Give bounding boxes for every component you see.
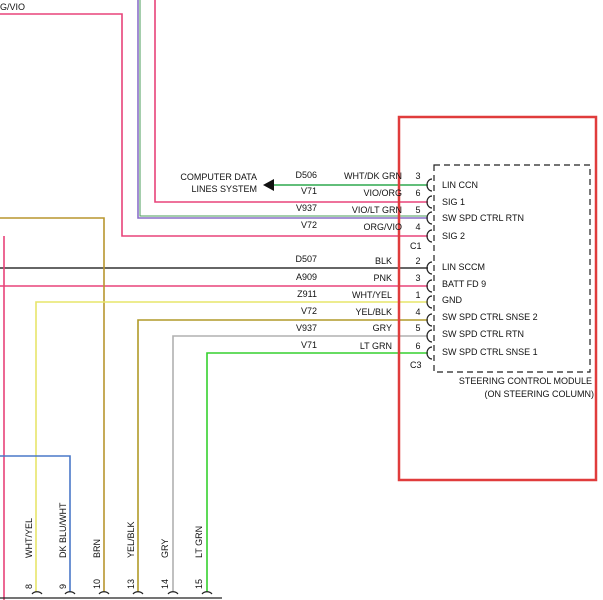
c3-signal: SW SPD CTRL SNSE 2: [442, 312, 538, 322]
wire-brn: [0, 217, 105, 592]
wire-v71-lt-grn: [206, 352, 428, 592]
bottom-wire-label: GRY: [160, 539, 170, 558]
wire-top-left-vio: [0, 13, 428, 237]
c3-pin: 2: [415, 256, 420, 266]
wire-v937-top: [137, 0, 428, 219]
bottom-pin-arc: [31, 591, 43, 595]
c1-connector-label: C1: [410, 241, 422, 251]
bottom-pin-arc: [98, 591, 110, 595]
module-name-line2: (ON STEERING COLUMN): [484, 389, 594, 399]
bottom-wire-label: LT GRN: [194, 526, 204, 558]
computer-data-label-line1: COMPUTER DATA: [180, 172, 257, 182]
c3-circuit: D507: [295, 254, 317, 264]
c1-circuit: V937: [296, 203, 317, 213]
bottom-pin-number: 8: [24, 584, 34, 589]
c1-signal: SW SPD CTRL RTN: [442, 213, 524, 223]
c3-wire: WHT/YEL: [352, 290, 392, 300]
module-highlight-box: [397, 115, 598, 482]
c3-pin-arc: [426, 279, 433, 293]
c1-pin: 6: [415, 188, 420, 198]
c1-wire: VIO/LT GRN: [352, 205, 402, 215]
c1-circuit: D506: [295, 170, 317, 180]
c3-connector-label: C3: [410, 360, 422, 370]
bottom-pin-arc: [132, 591, 144, 595]
c1-pin-arc: [426, 229, 433, 243]
c3-circuit: V937: [296, 323, 317, 333]
c3-pin: 3: [415, 273, 420, 283]
c3-signal: BATT FD 9: [442, 279, 486, 289]
c3-pin: 6: [415, 341, 420, 351]
c1-wire: WHT/DK GRN: [344, 171, 402, 181]
module-name-line1: STEERING CONTROL MODULE: [459, 376, 592, 386]
bottom-wire-label: WHT/YEL: [24, 518, 34, 558]
bottom-pin-number: 15: [194, 579, 204, 589]
c3-pin: 1: [415, 290, 420, 300]
c1-pin-arc: [426, 195, 433, 209]
c1-signal: LIN CCN: [442, 180, 478, 190]
c3-circuit: V72: [301, 306, 317, 316]
wire-v937-top-inner: [139, 0, 428, 217]
c3-pin-arc: [426, 346, 433, 360]
c1-pin-arc: [426, 178, 433, 192]
c3-signal: LIN SCCM: [442, 262, 485, 272]
c1-circuit: V72: [301, 220, 317, 230]
wire-v72-yel-blk: [137, 319, 428, 592]
c3-circuit: A909: [296, 272, 317, 282]
c1-wire: ORG/VIO: [363, 222, 402, 232]
c3-wire: PNK: [373, 273, 392, 283]
c3-signal: SW SPD CTRL SNSE 1: [442, 347, 538, 357]
c1-wire: VIO/ORG: [363, 188, 402, 198]
arrow-to-computer-data: [263, 179, 274, 191]
wire-v71-top: [154, 0, 428, 203]
c1-signal: SIG 2: [442, 231, 465, 241]
bottom-pin-arc: [64, 591, 76, 595]
bottom-pin-number: 10: [92, 579, 102, 589]
c3-pin-arc: [426, 313, 433, 327]
bottom-pin-arc: [167, 591, 179, 595]
c3-pin-arc: [426, 261, 433, 275]
wire-z911-wht-yel: [35, 301, 428, 592]
c1-pin: 3: [415, 171, 420, 181]
c1-circuit: V71: [301, 186, 317, 196]
c3-wire: LT GRN: [360, 341, 392, 351]
module-dashed-outline: [433, 164, 591, 373]
c3-signal: GND: [442, 295, 463, 305]
c3-pin: 5: [415, 323, 420, 333]
bottom-pin-number: 9: [58, 584, 68, 589]
bottom-pin-number: 13: [126, 579, 136, 589]
bottom-wire-label: BRN: [92, 539, 102, 558]
c3-pin-arc: [426, 295, 433, 309]
wire-v937-gry: [172, 335, 428, 592]
c3-wire: BLK: [375, 256, 392, 266]
c1-pin-arc: [426, 211, 433, 225]
c3-signal: SW SPD CTRL RTN: [442, 329, 524, 339]
c3-circuit: V71: [301, 340, 317, 350]
bottom-wire-label: YEL/BLK: [126, 521, 136, 558]
c1-signal: SIG 1: [442, 197, 465, 207]
top-partial-label: G/VIO: [0, 2, 25, 12]
c3-pin-arc: [426, 329, 433, 343]
c3-pin: 4: [415, 307, 420, 317]
bottom-wire-label: DK BLU/WHT: [58, 502, 68, 558]
bottom-pin-arc: [201, 591, 213, 595]
computer-data-label-line2: LINES SYSTEM: [191, 184, 257, 194]
c1-pin: 4: [415, 222, 420, 232]
bottom-pin-number: 14: [160, 579, 170, 589]
c1-pin: 5: [415, 205, 420, 215]
c3-wire: YEL/BLK: [355, 307, 392, 317]
c3-wire: GRY: [373, 323, 392, 333]
wire-dk-blu-wht: [0, 455, 71, 592]
c3-circuit: Z911: [297, 289, 317, 299]
